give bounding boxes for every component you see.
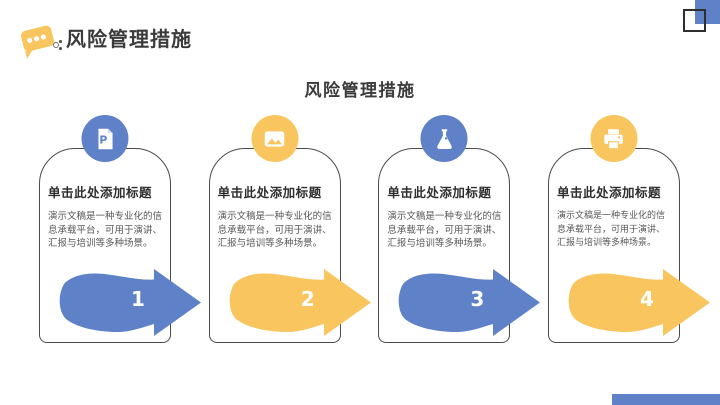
image-icon	[251, 115, 299, 162]
step-number: 2	[300, 287, 315, 311]
bottom-bar-decoration	[612, 394, 720, 405]
card-body-text: 演示文稿是一种专业化的信息承载平台，可用于演讲、汇报与培训等多种场景。	[556, 211, 665, 248]
process-card-3: 单击此处添加标题 演示文稿是一种专业化的信息承载平台，可用于演讲、汇报与培训等多…	[378, 115, 541, 343]
card-title: 单击此处添加标题	[217, 185, 322, 200]
step-number: 3	[470, 287, 485, 311]
step-number: 1	[131, 287, 145, 311]
step-arrow-1: 1	[53, 266, 205, 339]
step-number: 4	[640, 287, 654, 311]
process-card-4: 单击此处添加标题 演示文稿是一种专业化的信息承载平台，可用于演讲、汇报与培训等多…	[547, 115, 710, 343]
corner-blue-square-decoration	[695, 0, 720, 24]
step-arrow-3: 3	[392, 266, 544, 339]
card-title: 单击此处添加标题	[556, 185, 661, 200]
card-title: 单击此处添加标题	[387, 185, 492, 200]
process-cards-row: P 单击此处添加标题 演示文稿是一种专业化的信息承载平台，可用于演讲、汇报与培训…	[39, 115, 710, 343]
step-arrow-2: 2	[223, 266, 375, 339]
flask-icon	[420, 115, 468, 162]
card-body-text: 演示文稿是一种专业化的信息承载平台，可用于演讲、汇报与培训等多种场景。	[48, 211, 163, 249]
speech-bubble-icon	[19, 24, 62, 59]
process-card-2: 单击此处添加标题 演示文稿是一种专业化的信息承载平台，可用于演讲、汇报与培训等多…	[208, 115, 371, 343]
step-arrow-4: 4	[562, 266, 714, 339]
slide-header: 风险管理措施	[19, 24, 192, 59]
card-title: 单击此处添加标题	[48, 185, 153, 200]
card-box: 单击此处添加标题 演示文稿是一种专业化的信息承载平台，可用于演讲、汇报与培训等多…	[547, 148, 710, 343]
svg-text:P: P	[99, 133, 107, 146]
process-card-1: P 单击此处添加标题 演示文稿是一种专业化的信息承载平台，可用于演讲、汇报与培训…	[39, 115, 202, 343]
card-box: 单击此处添加标题 演示文稿是一种专业化的信息承载平台，可用于演讲、汇报与培训等多…	[208, 148, 371, 343]
printer-icon	[590, 115, 638, 162]
card-body-text: 演示文稿是一种专业化的信息承载平台，可用于演讲、汇报与培训等多种场景。	[217, 211, 332, 249]
corner-outline-square-decoration	[683, 9, 706, 32]
document-p-icon: P	[81, 115, 129, 162]
card-body-text: 演示文稿是一种专业化的信息承载平台，可用于演讲、汇报与培训等多种场景。	[387, 211, 502, 249]
colon-dots-decoration	[53, 40, 62, 56]
card-box: 单击此处添加标题 演示文稿是一种专业化的信息承载平台，可用于演讲、汇报与培训等多…	[39, 148, 202, 343]
card-box: 单击此处添加标题 演示文稿是一种专业化的信息承载平台，可用于演讲、汇报与培训等多…	[378, 148, 541, 343]
header-title: 风险管理措施	[66, 27, 192, 51]
slide-title: 风险管理措施	[304, 81, 416, 101]
